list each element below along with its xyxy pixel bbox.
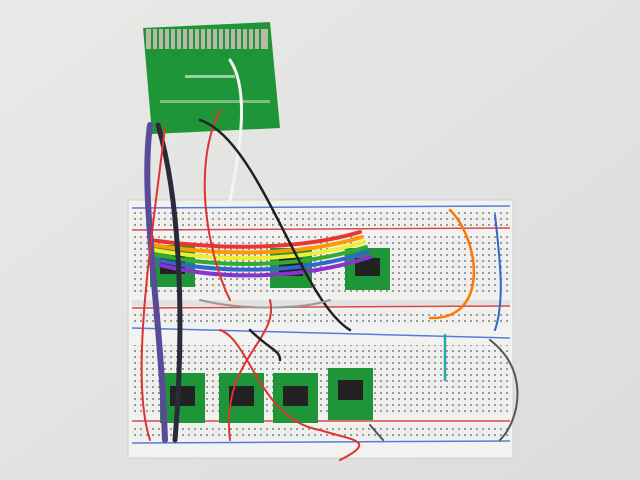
jumper-wires [140, 58, 519, 461]
edge-connector-pcb [143, 22, 280, 134]
